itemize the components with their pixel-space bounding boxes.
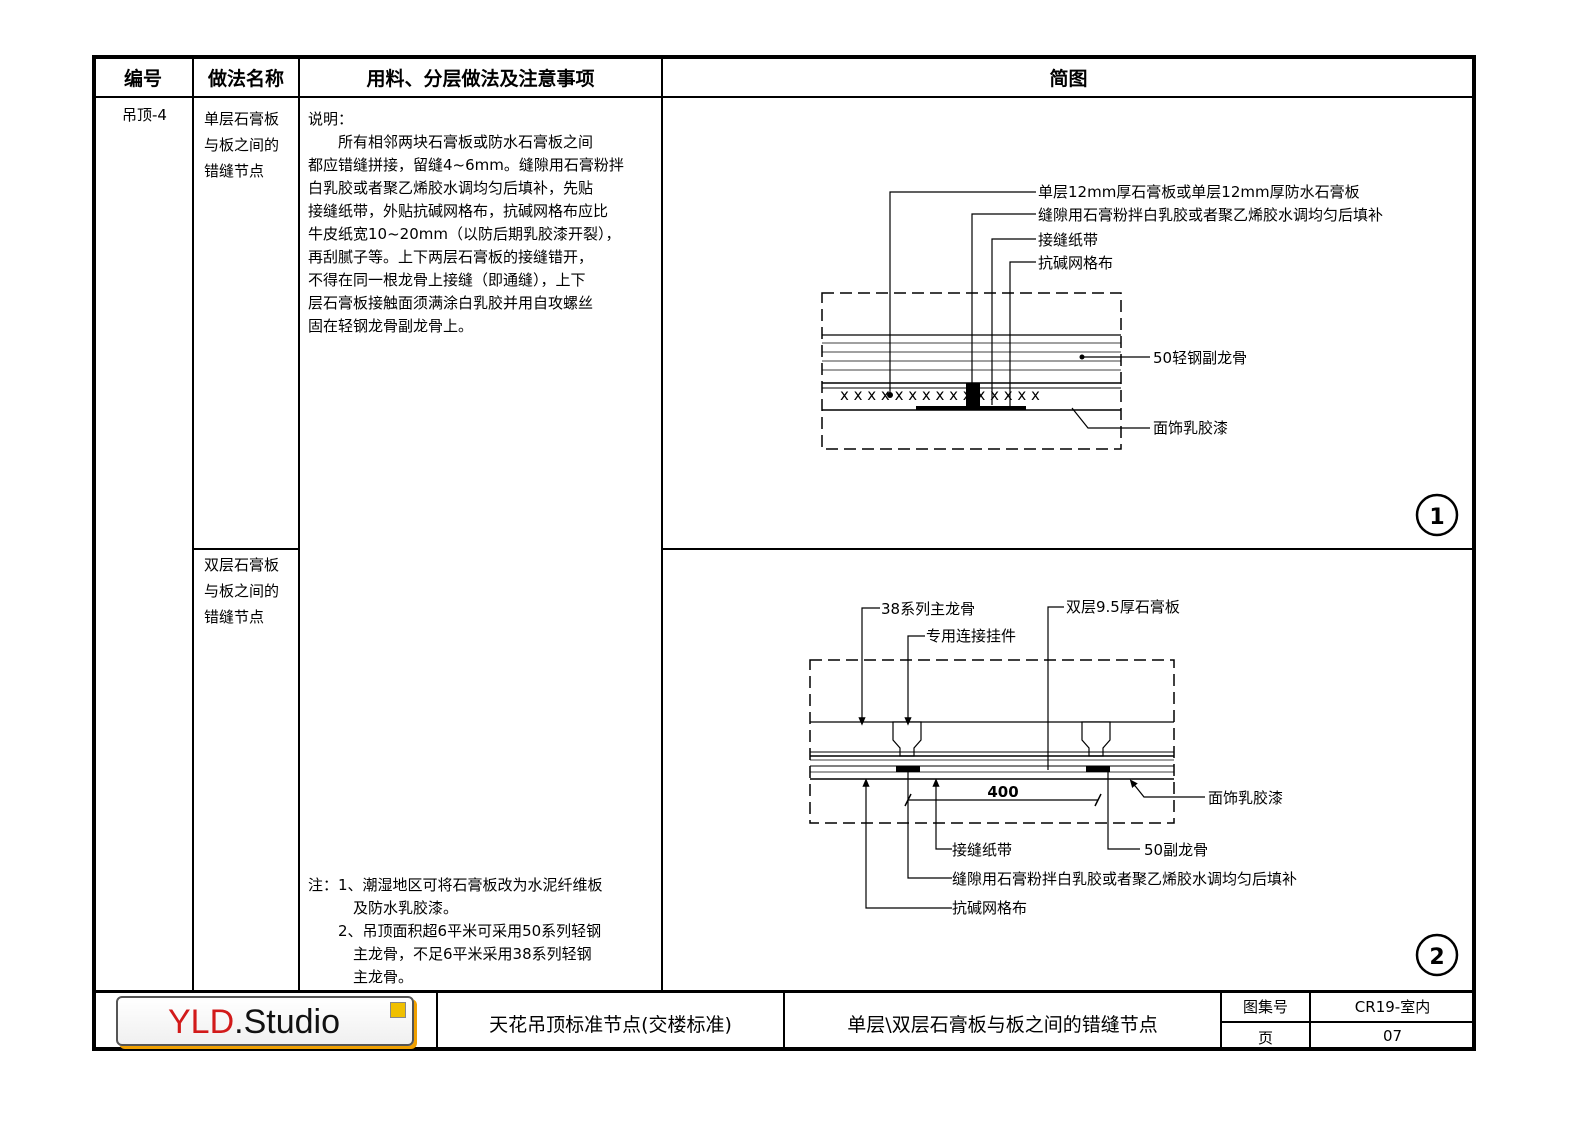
- titleblock-atlas-label: 图集号: [1242, 998, 1288, 1016]
- logo-studio: .Studio: [234, 1003, 340, 1041]
- description-text: 说明： 所有相邻两块石膏板或防水石膏板之间 都应错缝拼接，留缝4~6mm。缝隙用…: [308, 108, 658, 338]
- diagram-row-divider: [661, 548, 1476, 550]
- d2-dimension: 400: [987, 783, 1018, 801]
- method-name-1-line: 单层石膏板: [204, 110, 280, 128]
- description-line: 再刮腻子等。上下两层石膏板的接缝错开，: [308, 248, 594, 266]
- col-divider-1: [192, 55, 194, 992]
- description-line: 不得在同一根龙骨上接缝（即通缝），上下: [308, 271, 586, 289]
- header-material: 用料、分层做法及注意事项: [366, 68, 595, 90]
- header-code: 编号: [123, 68, 162, 90]
- detail-number-2-circle: [1415, 933, 1459, 977]
- description-line: 都应错缝拼接，留缝4~6mm。缝隙用石膏粉拌: [308, 156, 624, 174]
- detail-number-1-circle: [1415, 493, 1459, 537]
- d2-label-tape: 接缝纸带: [952, 841, 1012, 859]
- studio-logo: YLD.Studio: [116, 996, 414, 1046]
- method-name-1-line: 与板之间的: [204, 136, 280, 154]
- note-line: 及防水乳胶漆。: [308, 899, 459, 917]
- method-name-2-line: 与板之间的: [204, 582, 280, 600]
- description-line: 牛皮纸宽10~20mm（以防后期乳胶漆开裂），: [308, 225, 621, 243]
- titleblock-page-label: 页: [1257, 1029, 1273, 1047]
- diagram-2: 400 38系列主龙骨 专用连接挂件 双层9.5厚石膏板 面饰乳胶漆 接缝纸带 …: [809, 598, 1459, 977]
- note-line: 2、吊顶面积超6平米可采用50系列轻钢: [308, 922, 602, 940]
- d2-label-filler: 缝隙用石膏粉拌白乳胶或者聚乙烯胶水调均匀后填补: [952, 870, 1297, 888]
- description-line: 白乳胶或者聚乙烯胶水调均匀后填补，先贴: [308, 179, 594, 197]
- d2-label-mesh: 抗碱网格布: [952, 899, 1027, 917]
- note-line: 注：1、潮湿地区可将石膏板改为水泥纤维板: [308, 876, 603, 894]
- notes-text: 注：1、潮湿地区可将石膏板改为水泥纤维板 及防水乳胶漆。 2、吊顶面积超6平米可…: [308, 874, 660, 989]
- titleblock-divider: [92, 990, 1476, 993]
- logo-yld: YLD: [168, 1003, 235, 1041]
- d1-label-board: 单层12mm厚石膏板或单层12mm厚防水石膏板: [1038, 183, 1360, 201]
- titleblock-atlas-value: CR19-室内: [1354, 998, 1431, 1016]
- diagram-1: x x x x x x x x x x x x x x x 单层12mm厚石膏板…: [821, 183, 1459, 537]
- description-line: 固在轻钢龙骨副龙骨上。: [308, 317, 474, 335]
- d2-label-main-joist: 38系列主龙骨: [881, 600, 975, 618]
- d2-label-board: 双层9.5厚石膏板: [1066, 598, 1180, 616]
- d2-label-hanger: 专用连接挂件: [926, 627, 1016, 645]
- name-row-divider: [192, 548, 300, 550]
- method-name-1-line: 错缝节点: [204, 162, 265, 180]
- d1-label-mesh: 抗碱网格布: [1038, 254, 1113, 272]
- description-line: 层石膏板接触面须满涂白乳胶并用自攻螺丝: [308, 294, 594, 312]
- d2-label-paint: 面饰乳胶漆: [1208, 789, 1283, 807]
- description-line: 说明：: [308, 110, 354, 128]
- method-name-2-line: 错缝节点: [204, 608, 265, 626]
- note-line: 主龙骨。: [308, 968, 414, 986]
- tb-divider-1: [436, 992, 438, 1051]
- description-line: 接缝纸带，外贴抗碱网格布，抗碱网格布应比: [308, 202, 609, 220]
- d1-label-joist: 50轻钢副龙骨: [1153, 349, 1247, 367]
- header-divider: [92, 96, 1476, 98]
- d1-label-tape: 接缝纸带: [1038, 231, 1098, 249]
- header-name: 做法名称: [207, 68, 284, 90]
- d1-label-filler: 缝隙用石膏粉拌白乳胶或者聚乙烯胶水调均匀后填补: [1038, 206, 1383, 224]
- logo-mark-icon: [390, 1002, 406, 1018]
- d1-label-paint: 面饰乳胶漆: [1153, 419, 1228, 437]
- col-divider-3: [661, 55, 663, 992]
- col-divider-2: [298, 55, 300, 992]
- detail-number-2: 2: [1429, 945, 1444, 970]
- titleblock-page-value: 07: [1382, 1027, 1403, 1045]
- header-diagram: 简图: [1049, 68, 1088, 90]
- logo-text: YLD.Studio: [168, 1002, 340, 1042]
- tb-row-divider: [1220, 1021, 1476, 1023]
- method-name-2: 双层石膏板 与板之间的 错缝节点: [204, 552, 279, 630]
- tb-divider-2: [783, 992, 785, 1051]
- method-name-2-line: 双层石膏板: [204, 556, 280, 574]
- note-line: 主龙骨，不足6平米采用38系列轻钢: [308, 945, 592, 963]
- d2-label-sub-joist: 50副龙骨: [1144, 841, 1208, 859]
- description-line: 所有相邻两块石膏板或防水石膏板之间: [308, 133, 594, 151]
- method-name-1: 单层石膏板 与板之间的 错缝节点: [204, 106, 279, 184]
- titleblock-sheet-title: 单层\双层石膏板与板之间的错缝节点: [847, 1014, 1158, 1036]
- titleblock-series: 天花吊顶标准节点(交楼标准): [489, 1014, 732, 1036]
- detail-number-1: 1: [1429, 505, 1444, 530]
- row-code: 吊顶-4: [122, 106, 167, 124]
